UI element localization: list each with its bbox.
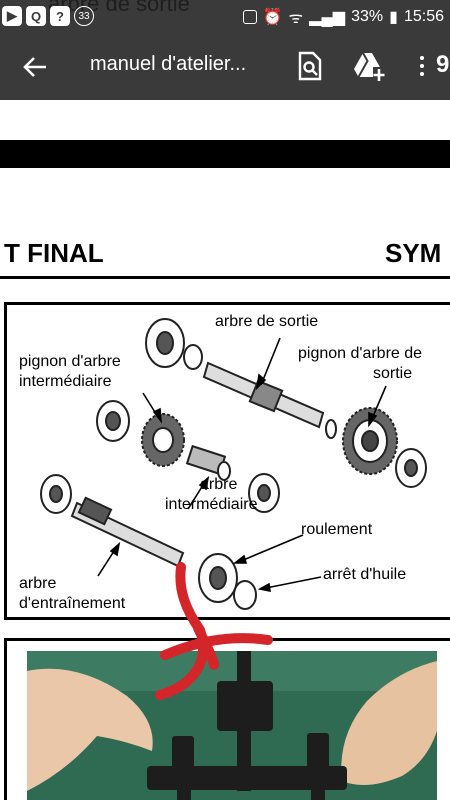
add-to-drive-button[interactable] xyxy=(352,50,386,82)
battery-percent: 33% xyxy=(351,8,384,25)
label-countershaft-line2: intermédiaire xyxy=(165,496,258,513)
section-heading: T FINAL xyxy=(4,238,104,268)
wifi-icon: ᯤ xyxy=(288,10,304,27)
play-app-icon: ▶ xyxy=(2,6,22,26)
heading-rule xyxy=(0,276,450,279)
countershaft-gear-drawing xyxy=(141,413,185,467)
label-drive-shaft-line2: d'entraînement xyxy=(19,595,126,612)
system-indicators: ⏰ ᯤ ▂▄▆ 33% ▮ 15:56 xyxy=(242,6,444,28)
more-options-button[interactable] xyxy=(412,50,432,82)
alarm-icon: ⏰ xyxy=(262,9,283,26)
output-shaft-drawing xyxy=(202,361,325,429)
label-oil-seal: arrêt d'huile xyxy=(323,566,407,583)
output-circlip-drawing xyxy=(325,419,337,439)
puller-photo-image xyxy=(27,651,437,800)
status-bar: arbre de sortie ▶ Q ? 33 ⏰ ᯤ ▂▄▆ 33% ▮ 1… xyxy=(0,0,450,32)
find-in-page-button[interactable] xyxy=(296,50,326,82)
page-indicator: 9 xyxy=(436,51,450,78)
clock: 15:56 xyxy=(403,8,444,25)
label-drive-shaft-line1: arbre xyxy=(19,575,57,592)
label-output-gear-line1: pignon d'arbre de xyxy=(298,345,423,362)
help-app-icon: ? xyxy=(50,6,70,26)
add-to-drive-icon xyxy=(354,52,386,82)
label-countershaft-gear-line2: intermédiaire xyxy=(19,373,112,390)
left-hand xyxy=(27,668,153,791)
output-seal-drawing xyxy=(183,344,203,370)
document-title: manuel d'atelier... xyxy=(90,53,247,75)
back-arrow-icon xyxy=(23,57,46,77)
notification-count-badge: 33 xyxy=(74,6,94,26)
notification-icons: ▶ Q ? 33 xyxy=(2,6,94,26)
chat-app-icon: Q xyxy=(26,6,46,26)
exploded-view-figure: arbre de sortie pignon d'arbre intermédi… xyxy=(4,302,450,620)
label-countershaft-gear-line1: pignon d'arbre xyxy=(19,353,121,370)
more-vert-icon xyxy=(420,56,424,60)
output-gear-drawing xyxy=(342,407,398,475)
brand-heading: SYM xyxy=(385,238,442,268)
find-in-page-icon xyxy=(298,51,322,81)
label-bearing: roulement xyxy=(301,521,373,538)
signal-icon: ▂▄▆ xyxy=(309,9,346,26)
countershaft-drawing xyxy=(185,444,231,481)
label-output-shaft: arbre de sortie xyxy=(215,313,319,330)
output-bearing-drawing xyxy=(145,318,185,368)
leader-lines xyxy=(97,337,387,593)
oil-seal-drawing xyxy=(233,580,257,610)
bearing-puller-photo xyxy=(4,638,450,800)
header-band xyxy=(0,140,450,168)
label-countershaft-line1: arbre xyxy=(200,476,238,493)
battery-icon: ▮ xyxy=(389,9,398,26)
back-button[interactable] xyxy=(18,50,52,84)
drive-bearing-drawing xyxy=(198,553,238,603)
screenshot-icon xyxy=(242,10,257,24)
app-bar: manuel d'atelier... 9 xyxy=(0,32,450,100)
right-hand xyxy=(341,661,437,785)
label-output-gear-line2: sortie xyxy=(373,365,413,382)
